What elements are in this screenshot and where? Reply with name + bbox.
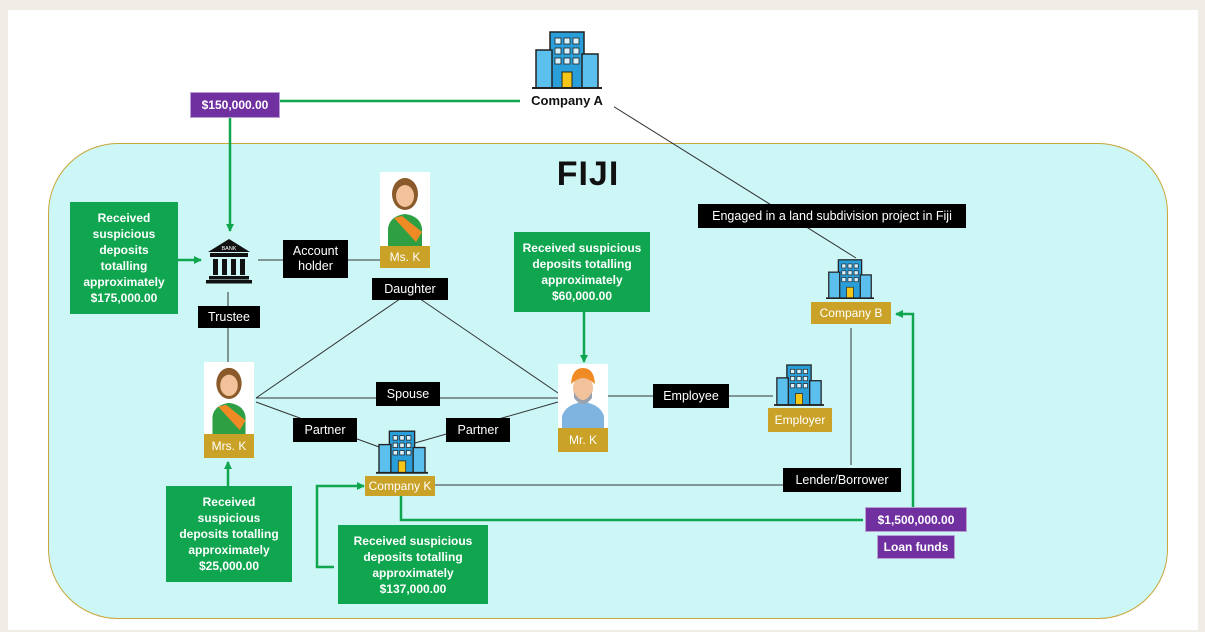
- mr-k-deposit-line-2: deposits totalling: [532, 257, 632, 271]
- company-k-deposit-line-1: Received suspicious: [353, 533, 473, 548]
- lender-borrower-label: Lender/Borrower: [783, 468, 901, 492]
- diagram-canvas: FIJI: [8, 10, 1198, 630]
- company-a-company-b-line: [607, 102, 857, 259]
- msk-mrsk-line: [255, 291, 411, 399]
- mr-k-deposit-line-3: approximately: [541, 273, 623, 287]
- mrs-k-deposit-line-2: suspicious: [197, 511, 261, 525]
- loan-amount-badge: $1,500,000.00: [865, 507, 967, 532]
- ms-k-label: Ms. K: [380, 246, 430, 268]
- mrs-k-label: Mrs. K: [204, 434, 254, 458]
- bank-icon: BANK: [206, 239, 252, 284]
- company-a-building-icon: [532, 31, 602, 89]
- company-b-building-icon: [826, 259, 874, 300]
- bank-deposit-line-1: Received: [97, 211, 151, 225]
- trustee-label: Trustee: [198, 306, 260, 328]
- payment-amount-badge: $150,000.00: [190, 92, 280, 118]
- employer-label: Employer: [768, 408, 832, 432]
- company-a-label: Company A: [520, 93, 614, 111]
- bank-icon-text: BANK: [222, 246, 237, 252]
- mr-k-deposit-box: Received suspicious deposits totalling a…: [514, 232, 650, 312]
- mr-k-label: Mr. K: [558, 428, 608, 452]
- account-holder-label: Account holder: [283, 240, 348, 278]
- bank-deposit-line-3: deposits: [99, 243, 149, 257]
- msk-mrk-line: [409, 291, 559, 394]
- engaged-project-label: Engaged in a land subdivision project in…: [698, 204, 966, 228]
- employer-building-icon: [774, 364, 824, 406]
- mr-k-deposit-line-4: $60,000.00: [551, 289, 613, 303]
- bank-deposit-line-5: approximately: [83, 275, 165, 289]
- company-k-deposit-line-3: approximately: [372, 565, 454, 580]
- mrs-k-deposit-box: Received suspicious deposits totalling a…: [166, 486, 292, 582]
- mrs-k-deposit-line-3: deposits totalling: [179, 527, 279, 541]
- companyk-to-loan-flow: [399, 496, 863, 522]
- mrs-k-deposit-line-5: $25,000.00: [198, 559, 260, 573]
- loan-to-companyb-flow: [895, 310, 915, 507]
- mr-k-deposit-line-1: Received suspicious: [522, 241, 642, 255]
- loan-funds-label: Loan funds: [877, 535, 955, 559]
- bank-deposit-box: Received suspicious deposits totalling a…: [70, 202, 178, 314]
- employee-label: Employee: [653, 384, 729, 408]
- bank-deposit-line-2: suspicious: [92, 227, 156, 241]
- partner-left-label: Partner: [293, 418, 357, 442]
- account-holder-line-1: Account: [292, 244, 339, 258]
- deposit-to-companyk-flow: [315, 482, 365, 569]
- account-holder-line-2: holder: [298, 259, 333, 273]
- company-b-label: Company B: [811, 302, 891, 324]
- partner-right-label: Partner: [446, 418, 510, 442]
- bank-deposit-line-4: totalling: [100, 259, 148, 273]
- company-k-building-icon: [376, 430, 428, 474]
- daughter-label: Daughter: [372, 278, 448, 300]
- company-k-deposit-box: Received suspicious deposits totalling a…: [338, 525, 488, 604]
- region-title: FIJI: [556, 155, 620, 193]
- spouse-label: Spouse: [376, 382, 440, 406]
- company-k-deposit-line-4: $137,000.00: [379, 581, 447, 596]
- mrs-k-woman-icon: [204, 362, 254, 434]
- mr-k-man-turban-icon: [558, 364, 608, 428]
- company-k-deposit-line-2: deposits totalling: [363, 549, 463, 564]
- bank-deposit-line-6: $175,000.00: [90, 291, 158, 305]
- mrs-k-deposit-line-1: Received: [202, 495, 256, 509]
- company-k-label: Company K: [365, 476, 435, 496]
- ms-k-woman-icon: [380, 172, 430, 246]
- mrs-k-deposit-line-4: approximately: [188, 543, 270, 557]
